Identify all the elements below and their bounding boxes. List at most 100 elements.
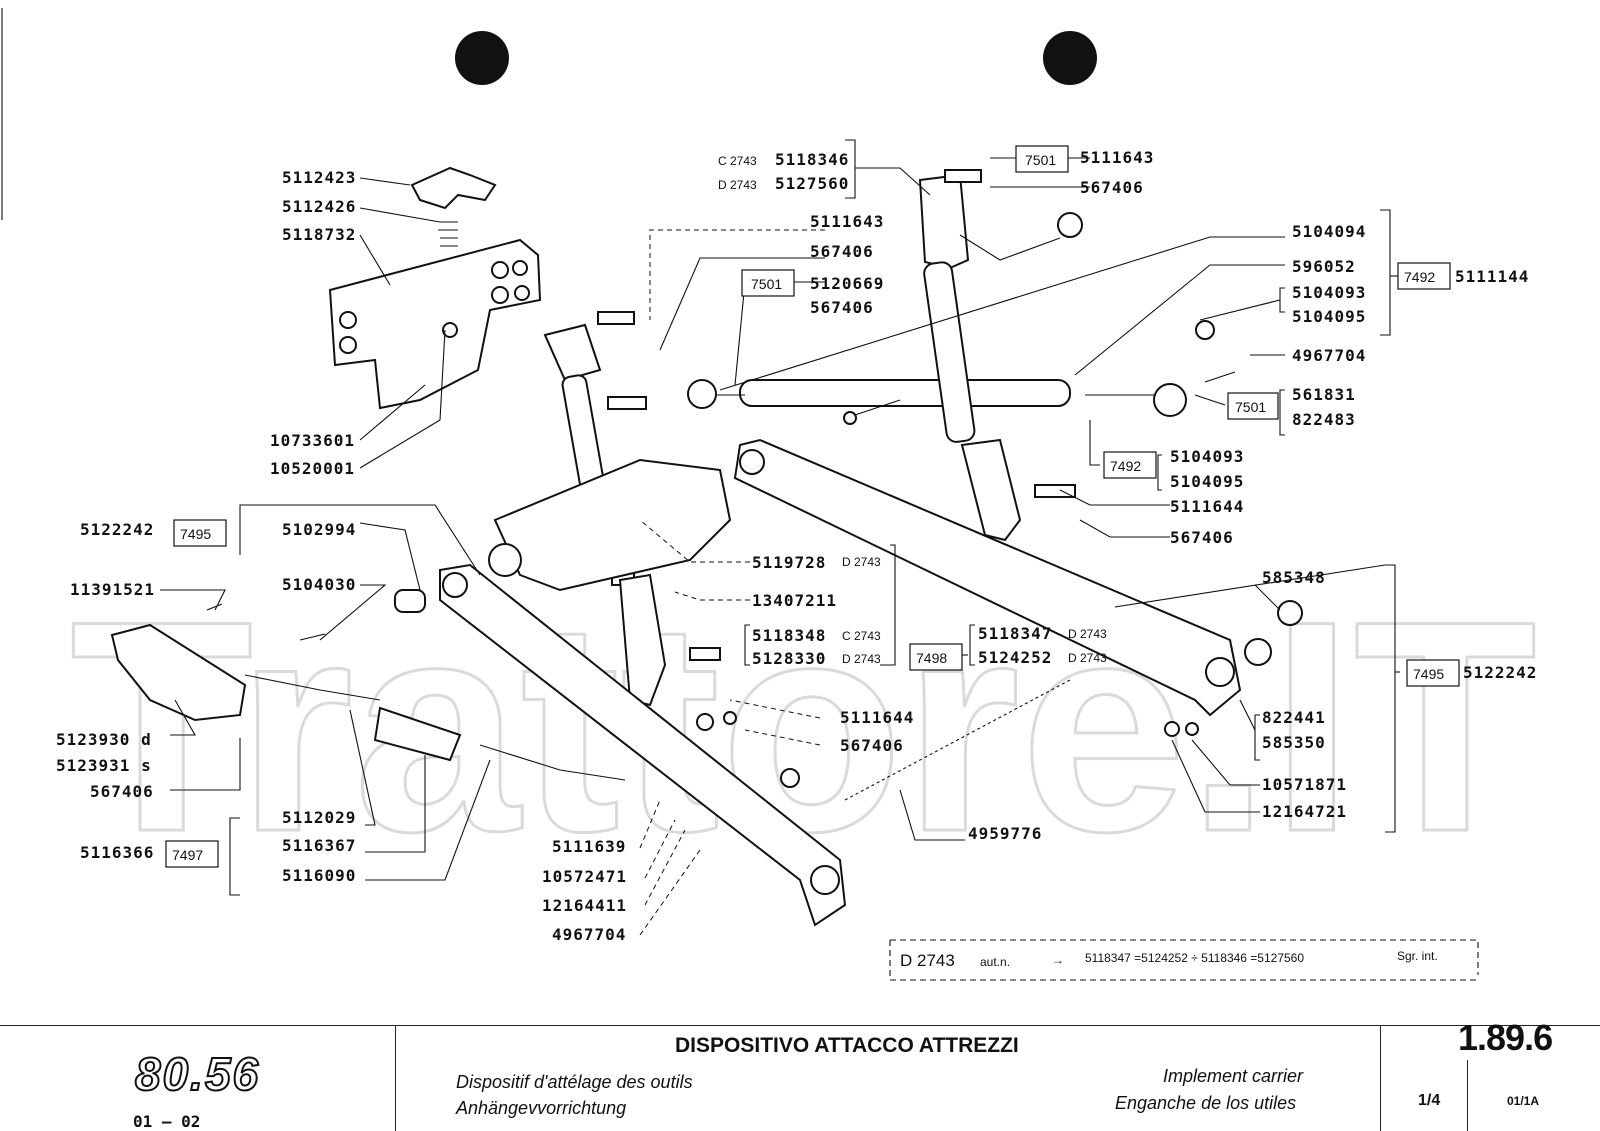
label-part: 5104094: [1292, 222, 1366, 241]
title-block-divider: [395, 1025, 396, 1131]
sheet-number: 1/4: [1418, 1092, 1441, 1109]
label-part: 5119728: [752, 553, 826, 572]
page-code: 01/1A: [1507, 1094, 1540, 1108]
label-part: 5111643: [1080, 148, 1154, 167]
label-part: 5104030: [282, 575, 356, 594]
ref-box-7495-left: 7495: [173, 519, 227, 547]
label-part: 596052: [1292, 257, 1356, 276]
ref-box-7497: 7497: [165, 840, 219, 868]
svg-text:Sgr. int.: Sgr. int.: [1397, 949, 1438, 963]
label-part: 10571871: [1262, 775, 1347, 794]
label-variant: D 2743: [718, 178, 757, 192]
svg-text:7492: 7492: [1110, 458, 1141, 474]
label-part: 5116090: [282, 866, 356, 885]
svg-text:7492: 7492: [1404, 269, 1435, 285]
label-part: 5104095: [1170, 472, 1244, 491]
title-es: Enganche de los utiles: [1115, 1093, 1297, 1113]
label-part: 5111643: [810, 212, 884, 231]
part-lower-link-left-5122242: [439, 563, 847, 927]
label-part: 567406: [840, 736, 904, 755]
svg-text:7501: 7501: [1235, 399, 1266, 415]
svg-text:7495: 7495: [180, 526, 211, 542]
svg-text:7501: 7501: [751, 276, 782, 292]
svg-text:aut.n.: aut.n.: [980, 955, 1010, 969]
label-part: 10572471: [542, 867, 627, 886]
label-part: 12164411: [542, 896, 627, 915]
label-part: 5118346: [775, 150, 849, 169]
label-part: 5120669: [810, 274, 884, 293]
model-range: 01 – 02: [133, 1112, 201, 1131]
title-block-top-rule: [0, 1025, 1600, 1026]
label-part: 5123931 s: [56, 756, 152, 775]
label-part: 4959776: [968, 824, 1042, 843]
leader-lines: [160, 139, 1400, 936]
label-part: 567406: [810, 242, 874, 261]
label-part: 5112423: [282, 168, 356, 187]
label-part: 5111639: [552, 837, 626, 856]
part-chain: [244, 674, 626, 781]
label-part: 5118348: [752, 626, 826, 645]
svg-text:7501: 7501: [1025, 152, 1056, 168]
label-part: 567406: [810, 298, 874, 317]
title-en: Implement carrier: [1163, 1066, 1304, 1086]
label-part: 5124252: [978, 648, 1052, 667]
label-part: 5128330: [752, 649, 826, 668]
title-fr: Dispositif d'attélage des outils: [456, 1072, 693, 1092]
svg-text:7495: 7495: [1413, 666, 1444, 682]
label-part: 11391521: [70, 580, 155, 599]
ref-box-7501-top: 7501: [1015, 145, 1069, 173]
ref-box-7501-mid: 7501: [741, 269, 795, 297]
ref-box-7492-top: 7492: [1397, 262, 1451, 290]
svg-text:5118347 =5124252 ÷ 5118346 =51: 5118347 =5124252 ÷ 5118346 =5127560: [1085, 951, 1304, 965]
ref-box-7498: 7498: [909, 643, 963, 671]
svg-text:→: →: [1052, 953, 1064, 967]
label-part: 5104093: [1292, 283, 1366, 302]
label-part: 5111644: [1170, 497, 1244, 516]
label-part: 5111644: [840, 708, 914, 727]
punch-hole-left: [455, 31, 509, 85]
part-lift-rod-right: [918, 173, 1083, 542]
label-variant: C 2743: [842, 629, 881, 643]
label-part: 567406: [1080, 178, 1144, 197]
part-housing: [488, 458, 732, 592]
label-part: 5111144: [1455, 267, 1529, 286]
label-part: 5104095: [1292, 307, 1366, 326]
page-number: 1.89.6: [1458, 1017, 1553, 1058]
label-part: 5112426: [282, 197, 356, 216]
label-part: 5116367: [282, 836, 356, 855]
label-part: 4967704: [552, 925, 626, 944]
ref-box-7495-right: 7495: [1406, 659, 1460, 687]
part-mounting-plate: [328, 238, 542, 410]
label-variant: D 2743: [842, 652, 881, 666]
label-variant: D 2743: [842, 555, 881, 569]
svg-text:7497: 7497: [172, 847, 203, 863]
label-variant: C 2743: [718, 154, 757, 168]
label-part: 5127560: [775, 174, 849, 193]
title-de: Anhängevvorrichtung: [456, 1098, 627, 1118]
label-part: 567406: [1170, 528, 1234, 547]
label-part: 13407211: [752, 591, 837, 610]
part-stabiliser-bracket: [110, 623, 247, 722]
model-logo: 80.56: [134, 1047, 261, 1101]
part-small-fasteners: [206, 169, 1303, 788]
part-lower-link-right-5122242: [733, 438, 1242, 717]
part-labels: 5112423 5112426 5118732 10733601 1052000…: [56, 148, 1536, 944]
label-part: 822441: [1262, 708, 1326, 727]
part-top-link-5104094: [687, 379, 1187, 425]
label-part: 567406: [90, 782, 154, 801]
ref-box-7501-right: 7501: [1227, 392, 1279, 420]
label-part: 10733601: [270, 431, 355, 450]
label-part: 561831: [1292, 385, 1356, 404]
label-part: 5118732: [282, 225, 356, 244]
label-part: 10520001: [270, 459, 355, 478]
label-part: 12164721: [1262, 802, 1347, 821]
svg-text:D 2743: D 2743: [900, 951, 955, 970]
label-part: 585350: [1262, 733, 1326, 752]
label-part: 5116366: [80, 843, 154, 862]
label-part: 5123930 d: [56, 730, 152, 749]
title-block-divider: [1380, 1025, 1381, 1131]
label-part: 5118347: [978, 624, 1052, 643]
variant-note: D 2743 aut.n. → 5118347 =5124252 ÷ 51183…: [889, 939, 1479, 981]
svg-text:7498: 7498: [916, 650, 947, 666]
label-variant: D 2743: [1068, 651, 1107, 665]
